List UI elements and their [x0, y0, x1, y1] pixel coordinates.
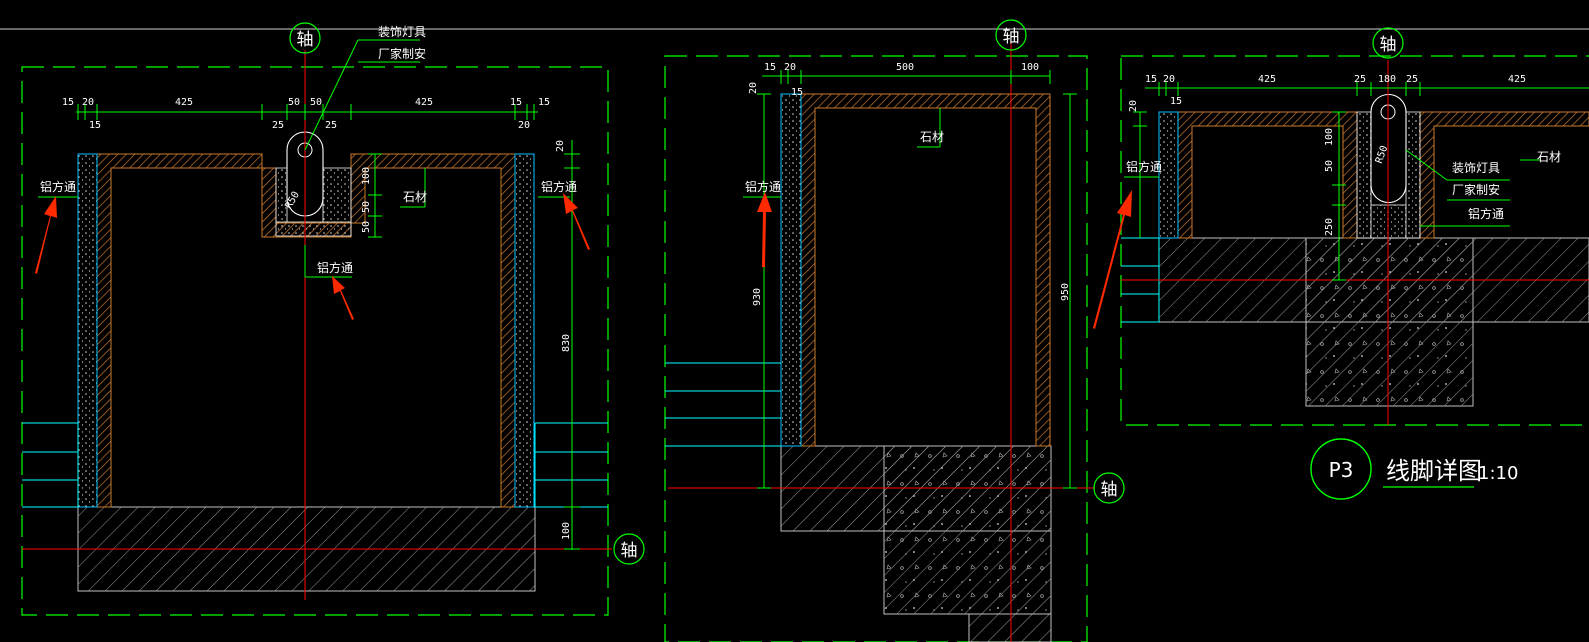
- cladding-right-2: [1419, 111, 1589, 239]
- detail-middle-frame: [664, 55, 1088, 642]
- dim-text: 250: [1324, 218, 1335, 236]
- dim-text: 100: [1324, 128, 1335, 146]
- dim-text: 50: [361, 201, 372, 213]
- dim-text: 20: [82, 97, 94, 108]
- axis-bubble-middle-top: 轴: [995, 19, 1027, 51]
- dim-text: 25: [1406, 74, 1418, 85]
- dim-text: 15: [764, 62, 776, 73]
- dim-text: 15: [791, 87, 803, 98]
- label-alu-right: 铝方通: [541, 179, 577, 194]
- axis-bubble-middle-right: 轴: [1093, 472, 1125, 504]
- dim-text: 180: [1378, 74, 1396, 85]
- dim-text: 50: [288, 97, 300, 108]
- dim-text: 50: [310, 97, 322, 108]
- dim-text: 950: [1060, 283, 1071, 301]
- lamp-slot-fill-right: [1356, 111, 1421, 239]
- detail-right: 15 20 15 425 25 180 25 425 20 100 50 250…: [1093, 27, 1589, 500]
- axis-bubble-left-right: 轴: [613, 533, 645, 565]
- dimensions-middle: [743, 70, 1077, 489]
- dim-text: 20: [1163, 74, 1175, 85]
- svg-text:轴: 轴: [621, 541, 638, 561]
- markup-arrows-right: [1093, 190, 1132, 329]
- detail-tag-circle: [1310, 438, 1372, 500]
- dimensions-right: [1124, 82, 1589, 281]
- footing-right-hatch: [1306, 238, 1473, 406]
- dim-text: 15: [538, 97, 550, 108]
- dim-text: 100: [561, 522, 572, 540]
- svg-text:轴: 轴: [1003, 27, 1020, 47]
- dim-text: 25: [1354, 74, 1366, 85]
- markup-arrows-left: [35, 193, 590, 320]
- label-stone-right: 石材: [1537, 150, 1561, 164]
- label-alu-middle: 铝方通: [745, 179, 781, 194]
- dim-text: 20: [518, 120, 530, 131]
- label-fixture-right: 装饰灯具: [1452, 161, 1500, 175]
- dim-text: 20: [784, 62, 796, 73]
- dim-text: 100: [1021, 62, 1039, 73]
- svg-text:轴: 轴: [297, 30, 314, 50]
- dimensions-left: [38, 39, 580, 550]
- dim-text: 15: [89, 120, 101, 131]
- dim-text: 20: [1128, 100, 1139, 112]
- label-alu-left: 铝方通: [40, 179, 76, 194]
- louvers-middle: [665, 362, 781, 447]
- dim-text: 25: [272, 120, 284, 131]
- footing-middle-hatch: [884, 446, 1051, 614]
- detail-scale: 1:10: [1478, 463, 1518, 484]
- aluminium-post-left-b: [514, 153, 535, 508]
- label-maker-right: 厂家制安: [1452, 182, 1500, 197]
- label-alu-right-a: 铝方通: [1126, 159, 1162, 174]
- detail-right-frame: [1120, 55, 1589, 426]
- dim-text: 50: [1324, 160, 1335, 172]
- label-stone-middle: 石材: [920, 130, 944, 144]
- label-maker: 厂家制安: [378, 46, 426, 61]
- dim-text: 15: [510, 97, 522, 108]
- detail-title: 线脚详图: [1386, 457, 1482, 485]
- aluminium-post-right: [1158, 111, 1179, 239]
- aluminium-post-middle: [780, 93, 802, 447]
- dim-text: 830: [561, 334, 572, 352]
- dim-text: 15: [62, 97, 74, 108]
- cladding-middle: [800, 93, 1051, 447]
- dim-text: 425: [415, 97, 433, 108]
- aluminium-post-left-a: [77, 153, 98, 508]
- dim-text: 15: [1170, 96, 1182, 107]
- label-fixture: 装饰灯具: [378, 25, 426, 39]
- dim-text: 425: [1508, 74, 1526, 85]
- footing-middle-lower: [968, 613, 1052, 642]
- dim-text: 425: [1258, 74, 1276, 85]
- dim-text: 930: [752, 288, 763, 306]
- detail-left: 15 20 15 425 25 50 50 25 425 15 20 15 20…: [21, 22, 645, 616]
- label-alu-center: 铝方通: [317, 260, 353, 275]
- svg-text:轴: 轴: [1101, 480, 1118, 500]
- dim-text: 500: [896, 62, 914, 73]
- dim-text: 25: [325, 120, 337, 131]
- markup-arrows-middle: [757, 192, 772, 267]
- detail-left-frame: [21, 66, 609, 616]
- dim-text: 425: [175, 97, 193, 108]
- dim-text: 15: [1145, 74, 1157, 85]
- dim-text: 50: [361, 221, 372, 233]
- axis-bubble-left-top: 轴: [289, 22, 321, 54]
- detail-tag: P3: [1329, 458, 1354, 482]
- detail-title-block: P3 线脚详图 1:10: [1310, 438, 1518, 500]
- label-stone: 石材: [403, 190, 427, 204]
- label-alu-right-b: 铝方通: [1468, 206, 1504, 221]
- axis-bubble-right-top: 轴: [1372, 27, 1404, 59]
- svg-text:轴: 轴: [1380, 35, 1397, 55]
- dim-text: 20: [555, 140, 566, 152]
- detail-middle: 15 20 15 500 100 20 930 950 石材 铝方通 轴 轴: [664, 19, 1125, 642]
- dim-text: 100: [361, 167, 372, 185]
- dim-text: 20: [748, 82, 759, 94]
- lamp-slot-fill-left: [275, 167, 352, 237]
